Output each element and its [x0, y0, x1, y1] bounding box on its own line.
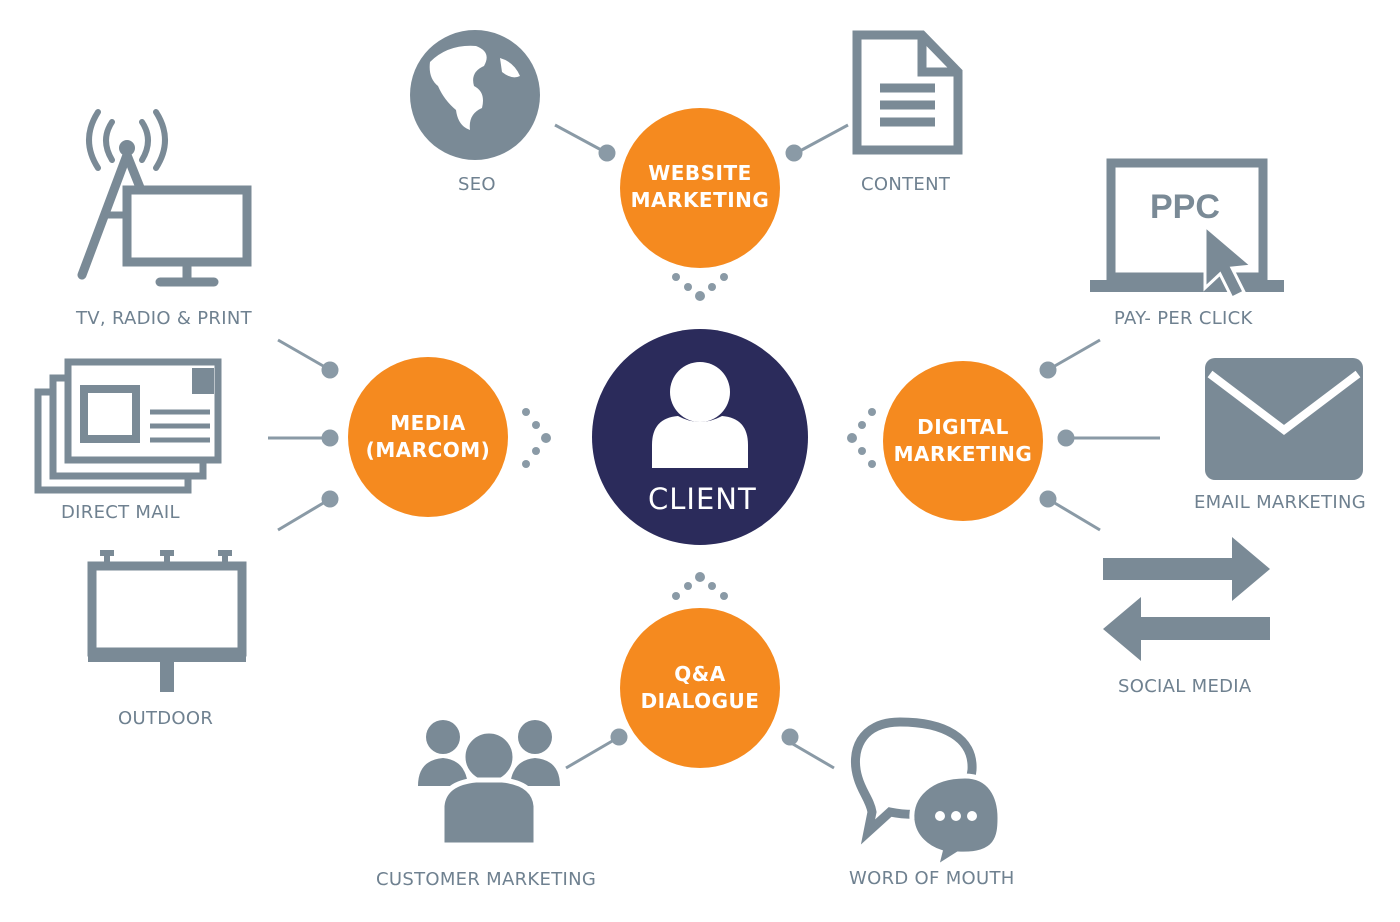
hub-website-line1: WEBSITE: [648, 161, 752, 185]
label-content: CONTENT: [861, 174, 951, 195]
hub-website-line2: MARKETING: [630, 188, 770, 212]
hub-media-marcom: [348, 357, 508, 517]
hub-media-line2: (MARCOM): [365, 438, 491, 462]
broadcast-tv-icon: [77, 109, 252, 287]
postcard-icon: [34, 358, 222, 494]
label-outdoor: OUTDOOR: [118, 708, 214, 729]
billboard-icon: [87, 550, 247, 692]
exchange-arrows-icon: [1103, 537, 1270, 661]
speech-bubbles-icon: [850, 717, 1003, 874]
label-seo: SEO: [458, 174, 496, 195]
hub-qa-line1: Q&A: [674, 662, 726, 686]
hub-digital-line2: MARKETING: [893, 442, 1033, 466]
hub-media-label: MEDIA (MARCOM): [338, 410, 518, 464]
hub-digital-marketing: [883, 361, 1043, 521]
label-tv-radio-print: TV, RADIO & PRINT: [76, 308, 252, 329]
label-word-of-mouth: WORD OF MOUTH: [849, 868, 1015, 889]
hub-qa-line2: DIALOGUE: [640, 689, 760, 713]
globe-icon: [410, 30, 540, 160]
ppc-screen-text: PPC: [1150, 188, 1220, 226]
hub-website-label: WEBSITE MARKETING: [610, 160, 790, 214]
label-email-marketing: EMAIL MARKETING: [1194, 492, 1367, 513]
connectors: [268, 123, 1160, 770]
hub-media-line1: MEDIA: [390, 411, 466, 435]
laptop-cursor-icon: PPC: [1090, 158, 1284, 301]
hub-digital-line1: DIGITAL: [917, 415, 1009, 439]
dot-chevrons: [522, 273, 876, 600]
label-direct-mail: DIRECT MAIL: [61, 502, 180, 523]
hub-digital-label: DIGITAL MARKETING: [873, 414, 1053, 468]
hub-website-marketing: [620, 108, 780, 268]
label-social-media: SOCIAL MEDIA: [1118, 676, 1252, 697]
envelope-icon: [1205, 358, 1363, 480]
hub-qa-dialogue: [620, 608, 780, 768]
document-icon: [852, 30, 963, 155]
client-label: CLIENT: [648, 482, 757, 516]
label-pay-per-click: PAY- PER CLICK: [1114, 308, 1253, 329]
user-icon: [652, 362, 748, 468]
hub-qa-label: Q&A DIALOGUE: [610, 661, 790, 715]
group-icon: [418, 720, 560, 848]
label-customer-marketing: CUSTOMER MARKETING: [376, 869, 597, 890]
